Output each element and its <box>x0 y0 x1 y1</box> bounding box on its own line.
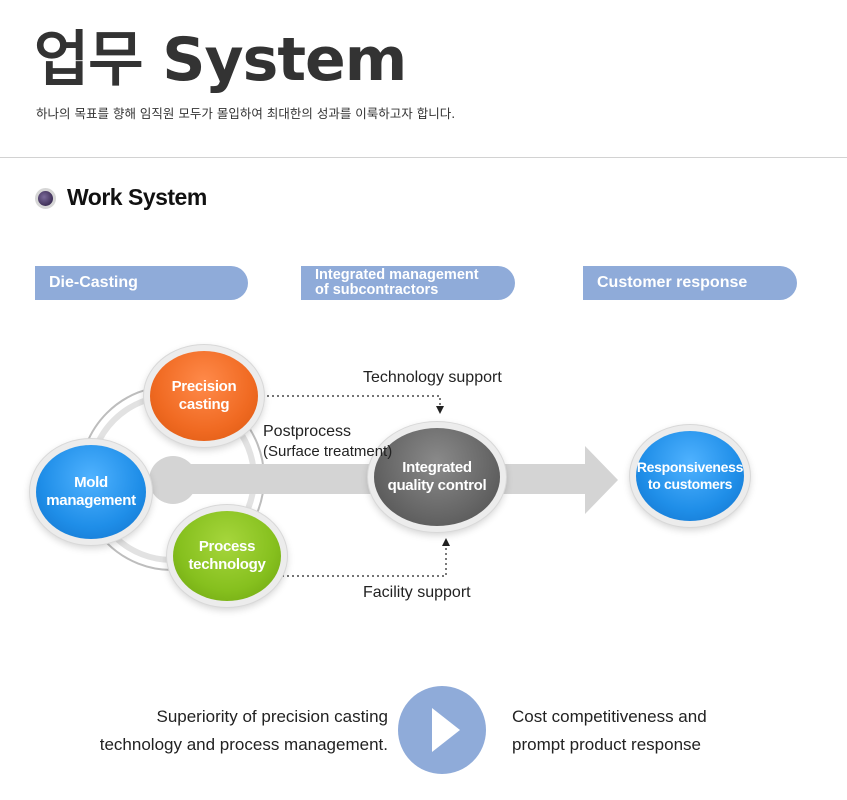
main-arrow-head <box>585 446 618 514</box>
summary-left-text: Superiority of precision casting technol… <box>99 707 388 754</box>
label-technology-support: Technology support <box>363 369 502 386</box>
section-title: Work System <box>67 184 207 210</box>
node-precision-casting: Precision casting <box>150 351 258 441</box>
play-arrow-icon <box>398 686 486 774</box>
page-subtitle: 하나의 목표를 향해 임직원 모두가 몰입하여 최대한의 성과를 이룩하고자 합… <box>36 106 456 121</box>
facility-support-arrowhead <box>442 538 450 546</box>
header-divider <box>0 157 847 158</box>
page-title: 업무 System <box>34 25 407 95</box>
node-integrated-quality-control: Integrated quality control <box>374 428 500 526</box>
node-responsiveness: Responsiveness to customers <box>636 431 744 521</box>
facility-support-line <box>282 546 447 577</box>
stage-subcontractors: Integrated management of subcontractors <box>301 266 515 300</box>
node-process-technology: Process technology <box>173 511 281 601</box>
node-mold-management: Mold management <box>36 445 146 539</box>
stage-customer-response: Customer response <box>583 266 797 300</box>
purple-bullet-icon <box>35 188 56 209</box>
summary-right-text: Cost competitiveness and prompt product … <box>512 707 707 754</box>
arrow-origin-dot <box>149 456 197 504</box>
technology-support-arrowhead <box>436 406 444 414</box>
stage-die-casting: Die-Casting <box>35 266 248 300</box>
label-postprocess: Postprocess <box>263 423 352 440</box>
label-surface-treatment: (Surface treatment) <box>263 443 393 460</box>
label-facility-support: Facility support <box>363 584 471 601</box>
technology-support-line <box>262 395 441 408</box>
